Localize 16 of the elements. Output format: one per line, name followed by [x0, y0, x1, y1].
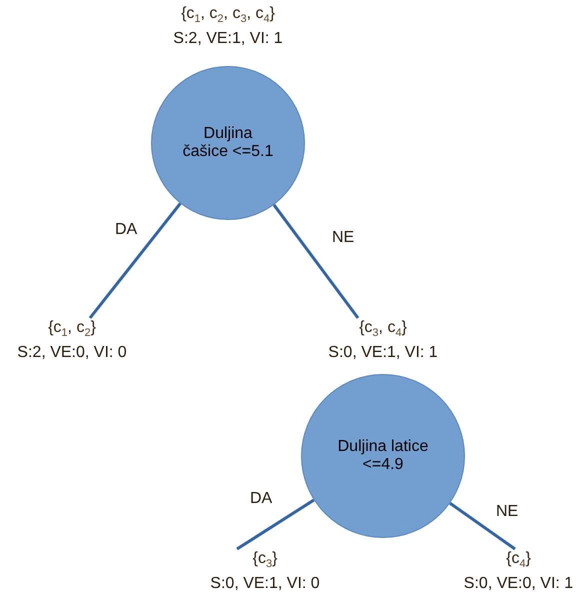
class-set: {c$_{1}$, c$_{2}$, c$_{3}$, c$_{4}$}	[181, 4, 275, 28]
branch-line	[449, 502, 516, 550]
branch-line	[88, 202, 182, 319]
decision-circle: Duljina latice <=4.9	[301, 374, 465, 538]
class-set: {c$_{1}$, c$_{2}$}	[48, 318, 96, 342]
class-counts: S:0, VE:1, VI: 0	[210, 574, 320, 594]
class-counts: S:0, VE:0, VI: 1	[464, 574, 574, 594]
class-counts: S:0, VE:1, VI: 1	[328, 343, 438, 364]
class-set: {c$_{3}$}	[252, 549, 278, 572]
decision-circle: Duljina čašice <=5.1	[151, 66, 305, 220]
class-counts: S:2, VE:0, VI: 0	[17, 343, 127, 364]
branch-line	[236, 498, 315, 550]
class-set: {c$_{4}$}	[506, 549, 531, 572]
class-counts: S:2, VE:1, VI: 1	[173, 29, 283, 50]
class-set: {c$_{3}$, c$_{4}$}	[359, 318, 407, 342]
branch-line	[272, 204, 360, 319]
